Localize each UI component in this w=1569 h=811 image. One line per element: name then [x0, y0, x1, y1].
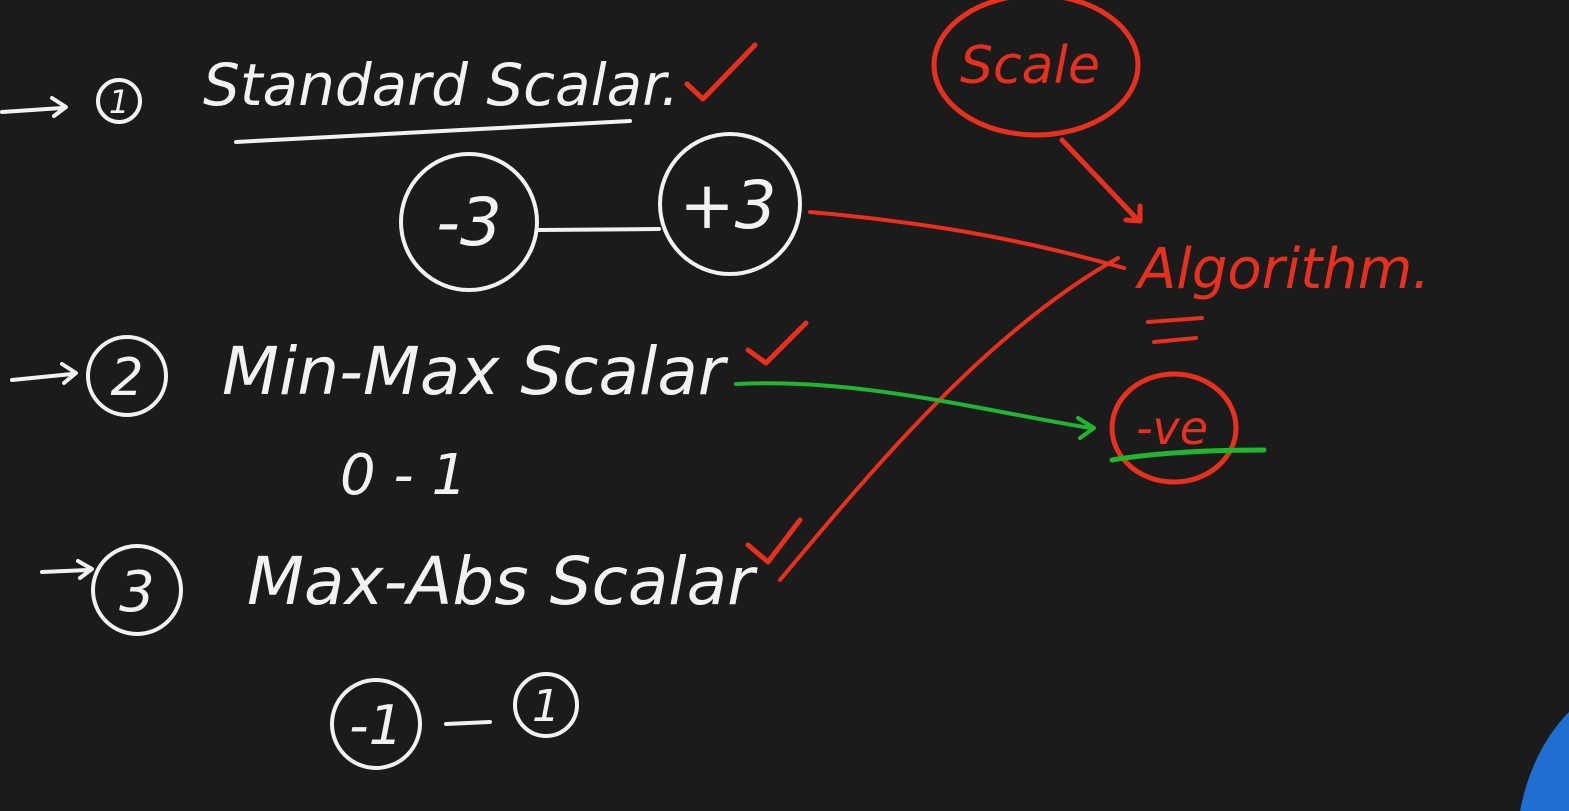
negative-circle [1109, 371, 1239, 485]
range-text-2: 0 - 1 [340, 443, 467, 508]
arrow-1-head [50, 96, 68, 118]
item-min-max-scalar: 2 Min-Max Scalar 0 - 1 [10, 320, 809, 508]
algorithm-label: Algorithm. [1135, 237, 1430, 302]
standard-scalar-underline [234, 119, 632, 144]
arrow-3-shaft [40, 568, 90, 574]
range-low-1: -3 [436, 184, 502, 261]
range-high-3: 1 [532, 681, 560, 732]
range-high-1: +3 [679, 167, 776, 244]
arrow-3-head [76, 559, 94, 580]
marker-number-2: 2 [110, 348, 143, 408]
arrow-2-shaft [10, 372, 74, 382]
range-low-3: -1 [349, 694, 403, 757]
check-mark-3 [745, 517, 803, 565]
range-high-circle-1 [658, 132, 802, 276]
item-standard-scalar: 1 Standard Scalar. -3 +3 [0, 42, 802, 292]
range-low-circle-1 [399, 152, 539, 292]
marker-number-1: 1 [109, 83, 129, 121]
arrow-1-shaft [0, 106, 64, 114]
range-low-circle-3 [330, 678, 422, 770]
algorithm-underline-1 [1146, 316, 1204, 324]
scale-circle [931, 0, 1141, 138]
max-abs-scalar-label: Max-Abs Scalar [247, 543, 758, 620]
minmax-to-negative-arrowhead [1076, 416, 1096, 440]
scale-arrow-shaft [1059, 137, 1139, 221]
min-max-scalar-label: Min-Max Scalar [222, 333, 729, 410]
algorithm-cluster: Scale Algorithm. -ve [931, 0, 1430, 485]
marker-circle-3 [91, 544, 183, 636]
range-high-circle-3 [513, 672, 579, 738]
algorithm-underline-2 [1152, 336, 1198, 344]
scale-label: Scale [960, 36, 1100, 96]
item-max-abs-scalar: 3 Max-Abs Scalar -1 1 [40, 517, 803, 770]
marker-circle-2 [86, 335, 168, 417]
maxabs-to-algorithm-line [778, 256, 1120, 582]
corner-blue-shape [1520, 712, 1569, 811]
connectors [734, 210, 1126, 582]
marker-circle-1 [96, 78, 142, 124]
negative-underline [1109, 447, 1267, 463]
standard-scalar-label: Standard Scalar. [203, 51, 679, 119]
check-mark-2 [745, 320, 809, 366]
range-connector-3 [444, 720, 492, 726]
check-mark-1 [684, 42, 758, 102]
marker-number-3: 3 [119, 560, 155, 625]
range-connector-1 [536, 227, 661, 232]
negative-label: -ve [1136, 401, 1208, 455]
arrow-2-head [60, 362, 78, 385]
minmax-to-negative-line [734, 381, 1092, 430]
standard-to-algorithm-line [808, 210, 1126, 270]
scale-arrow-head [1123, 203, 1143, 224]
